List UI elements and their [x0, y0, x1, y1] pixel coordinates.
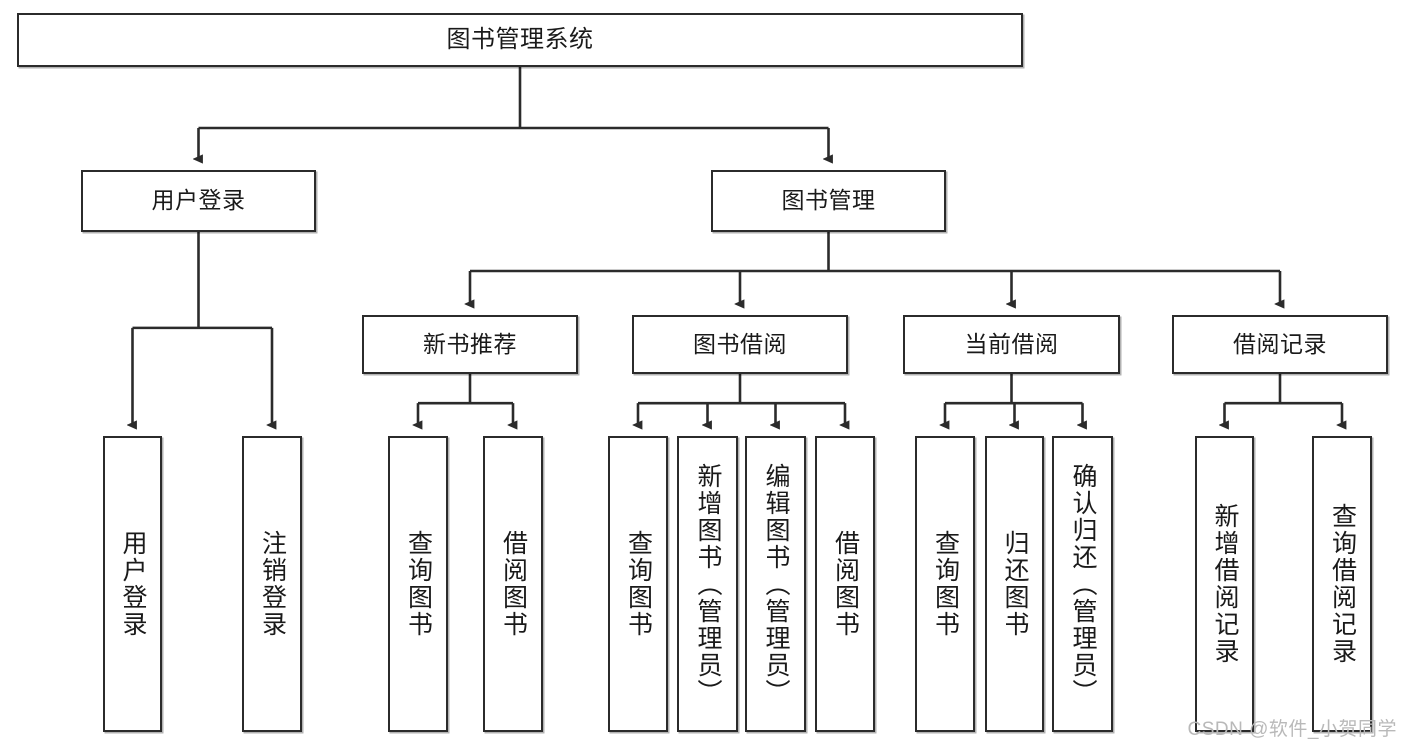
node-leaf-bor-4[interactable]: 借阅图书 — [815, 436, 875, 732]
node-leaf-login-1[interactable]: 用户登录 — [103, 436, 162, 732]
node-label: 用户登录 — [119, 530, 147, 638]
node-label: 新增借阅记录 — [1211, 503, 1239, 665]
node-current[interactable]: 当前借阅 — [903, 315, 1120, 374]
node-label: 借阅图书 — [499, 530, 528, 638]
node-bookmgmt[interactable]: 图书管理 — [711, 170, 946, 232]
node-leaf-cur-3[interactable]: 确认归还（管理员） — [1052, 436, 1113, 732]
node-label: 确认归还（管理员） — [1069, 462, 1097, 706]
node-leaf-login-2[interactable]: 注销登录 — [242, 436, 302, 732]
node-label: 归还图书 — [1001, 530, 1029, 638]
node-leaf-rec-1[interactable]: 新增借阅记录 — [1195, 436, 1254, 732]
node-label: 注销登录 — [258, 530, 287, 638]
node-leaf-rec-2[interactable]: 查询借阅记录 — [1312, 436, 1372, 732]
node-borrow[interactable]: 图书借阅 — [632, 315, 848, 374]
node-label: 查询图书 — [404, 530, 433, 638]
node-newbook[interactable]: 新书推荐 — [362, 315, 578, 374]
node-leaf-cur-2[interactable]: 归还图书 — [985, 436, 1044, 732]
node-leaf-bor-2[interactable]: 新增图书（管理员） — [677, 436, 738, 732]
node-leaf-new-1[interactable]: 查询图书 — [388, 436, 448, 732]
node-label: 图书管理系统 — [446, 25, 594, 53]
node-leaf-new-2[interactable]: 借阅图书 — [483, 436, 543, 732]
node-root[interactable]: 图书管理系统 — [17, 13, 1023, 67]
node-records[interactable]: 借阅记录 — [1172, 315, 1388, 374]
node-label: 新书推荐 — [423, 330, 517, 357]
node-leaf-bor-1[interactable]: 查询图书 — [608, 436, 668, 732]
node-label: 查询图书 — [931, 530, 960, 638]
node-login[interactable]: 用户登录 — [81, 170, 316, 232]
node-label: 编辑图书（管理员） — [762, 462, 790, 706]
node-label: 新增图书（管理员） — [694, 462, 722, 706]
node-label: 借阅记录 — [1233, 330, 1327, 357]
watermark-text: CSDN @软件_小贺同学 — [1187, 719, 1397, 740]
node-label: 图书管理 — [781, 187, 876, 214]
node-label: 查询借阅记录 — [1328, 503, 1357, 665]
node-label: 当前借阅 — [964, 330, 1059, 357]
node-label: 用户登录 — [151, 187, 246, 214]
node-leaf-bor-3[interactable]: 编辑图书（管理员） — [745, 436, 806, 732]
node-label: 查询图书 — [624, 530, 653, 638]
node-leaf-cur-1[interactable]: 查询图书 — [915, 436, 975, 732]
node-label: 借阅图书 — [831, 530, 860, 638]
node-label: 图书借阅 — [693, 330, 787, 357]
